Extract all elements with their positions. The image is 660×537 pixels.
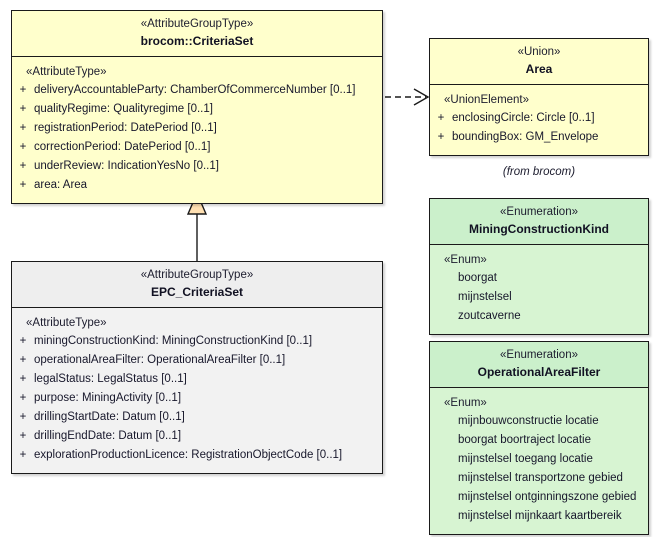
visibility-marker: + [19, 411, 27, 423]
visibility-marker: + [19, 84, 27, 96]
class-name: MiningConstructionKind [469, 222, 609, 236]
attribute-row: + qualityRegime: Qualityregime [0..1] [12, 100, 382, 119]
visibility-marker: + [19, 373, 27, 385]
attribute-row: + explorationProductionLicence: Registra… [12, 446, 382, 465]
attribute-signature: qualityRegime: Qualityregime [0..1] [34, 103, 213, 115]
attribute-signature: operationalAreaFilter: OperationalAreaFi… [34, 354, 286, 366]
class-box-area[interactable]: «Union» Area «UnionElement» + enclosingC… [429, 38, 649, 156]
class-header-area: «Union» Area [430, 39, 648, 85]
attribute-signature: boundingBox: GM_Envelope [452, 131, 599, 143]
enum-values-operational-area-filter: «Enum» mijnbouwconstructie locatie boorg… [430, 388, 648, 534]
class-box-epc-criteriaset[interactable]: «AttributeGroupType» EPC_CriteriaSet «At… [11, 261, 383, 474]
visibility-marker: + [19, 103, 27, 115]
attribute-row: + enclosingCircle: Circle [0..1] [430, 109, 648, 128]
attribute-row: + deliveryAccountableParty: ChamberOfCom… [12, 81, 382, 100]
compartment-stereotype: «AttributeType» [26, 66, 107, 78]
visibility-marker: + [19, 449, 27, 461]
attribute-row: + purpose: MiningActivity [0..1] [12, 389, 382, 408]
visibility-marker: + [19, 179, 27, 191]
attribute-row: + correctionPeriod: DatePeriod [0..1] [12, 138, 382, 157]
attribute-signature: area: Area [34, 179, 88, 191]
attribute-signature: correctionPeriod: DatePeriod [0..1] [34, 141, 211, 153]
visibility-marker: + [19, 354, 27, 366]
class-box-criteriaset[interactable]: «AttributeGroupType» brocom::CriteriaSet… [11, 10, 383, 204]
attribute-signature: legalStatus: LegalStatus [0..1] [34, 373, 187, 385]
class-name: brocom::CriteriaSet [140, 34, 254, 48]
class-attributes-area: «UnionElement» + enclosingCircle: Circle… [430, 85, 648, 155]
visibility-marker: + [19, 160, 27, 172]
attribute-row: + drillingStartDate: Datum [0..1] [12, 408, 382, 427]
visibility-marker: + [19, 392, 27, 404]
attribute-row: + drillingEndDate: Datum [0..1] [12, 427, 382, 446]
class-header-criteriaset: «AttributeGroupType» brocom::CriteriaSet [12, 11, 382, 57]
visibility-marker: + [437, 131, 445, 143]
attribute-row: + operationalAreaFilter: OperationalArea… [12, 351, 382, 370]
class-name: Area [525, 62, 553, 76]
visibility-marker: + [19, 141, 27, 153]
class-attributes-criteriaset: «AttributeType» + deliveryAccountablePar… [12, 57, 382, 203]
enum-value: mijnbouwconstructie locatie [458, 415, 599, 427]
enum-value: boorgat boortraject locatie [458, 434, 591, 446]
attribute-signature: drillingEndDate: Datum [0..1] [34, 430, 182, 442]
visibility-marker: + [19, 122, 27, 134]
visibility-marker: + [437, 112, 445, 124]
attribute-signature: enclosingCircle: Circle [0..1] [452, 112, 595, 124]
class-header-epc-criteriaset: «AttributeGroupType» EPC_CriteriaSet [12, 262, 382, 308]
compartment-stereotype: «AttributeType» [26, 317, 107, 329]
class-stereotype: «Enumeration» [500, 349, 578, 361]
class-stereotype: «Enumeration» [500, 206, 578, 218]
attribute-row: + area: Area [12, 176, 382, 195]
attribute-row: + underReview: IndicationYesNo [0..1] [12, 157, 382, 176]
compartment-stereotype: «Enum» [444, 254, 487, 266]
attribute-row: + boundingBox: GM_Envelope [430, 128, 648, 147]
class-stereotype: «AttributeGroupType» [140, 269, 254, 281]
package-origin-note: (from brocom) [502, 166, 576, 178]
class-header-mining-construction-kind: «Enumeration» MiningConstructionKind [430, 199, 648, 245]
attribute-row: + miningConstructionKind: MiningConstruc… [12, 332, 382, 351]
attribute-signature: purpose: MiningActivity [0..1] [34, 392, 182, 404]
attribute-signature: deliveryAccountableParty: ChamberOfComme… [34, 84, 356, 96]
enum-value: zoutcaverne [458, 310, 521, 322]
enum-value: boorgat [458, 272, 498, 284]
enum-value: mijnstelsel toegang locatie [458, 453, 593, 465]
enum-values-mining-construction-kind: «Enum» boorgat mijnstelsel zoutcaverne [430, 245, 648, 334]
attribute-signature: miningConstructionKind: MiningConstructi… [34, 335, 313, 347]
enum-value: mijnstelsel transportzone gebied [458, 472, 623, 484]
class-name: OperationalAreaFilter [477, 365, 601, 379]
enum-value: mijnstelsel ontginningszone gebied [458, 491, 637, 503]
class-stereotype: «Union» [517, 46, 561, 58]
enum-value: mijnstelsel [458, 291, 512, 303]
class-stereotype: «AttributeGroupType» [140, 18, 254, 30]
attribute-signature: explorationProductionLicence: Registrati… [34, 449, 343, 461]
dependency-criteriaset-to-area [385, 88, 430, 106]
compartment-stereotype: «UnionElement» [444, 94, 530, 106]
attribute-signature: registrationPeriod: DatePeriod [0..1] [34, 122, 217, 134]
attribute-row: + legalStatus: LegalStatus [0..1] [12, 370, 382, 389]
visibility-marker: + [19, 335, 27, 347]
enum-value: mijnstelsel mijnkaart kaartbereik [458, 510, 622, 522]
visibility-marker: + [19, 430, 27, 442]
compartment-stereotype: «Enum» [444, 397, 487, 409]
class-header-operational-area-filter: «Enumeration» OperationalAreaFilter [430, 342, 648, 388]
attribute-signature: drillingStartDate: Datum [0..1] [34, 411, 185, 423]
attribute-row: + registrationPeriod: DatePeriod [0..1] [12, 119, 382, 138]
class-attributes-epc-criteriaset: «AttributeType» + miningConstructionKind… [12, 308, 382, 473]
class-name: EPC_CriteriaSet [150, 285, 244, 299]
class-box-mining-construction-kind[interactable]: «Enumeration» MiningConstructionKind «En… [429, 198, 649, 335]
attribute-signature: underReview: IndicationYesNo [0..1] [34, 160, 219, 172]
class-box-operational-area-filter[interactable]: «Enumeration» OperationalAreaFilter «Enu… [429, 341, 649, 535]
